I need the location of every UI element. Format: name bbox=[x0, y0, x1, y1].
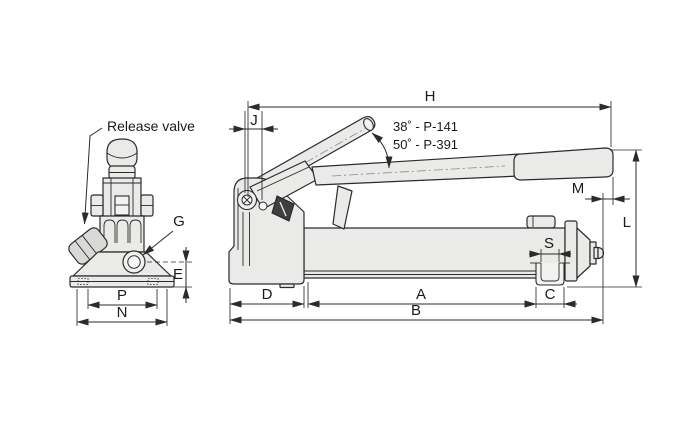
head-foot-tab bbox=[279, 283, 295, 289]
dim-label-e: E bbox=[173, 266, 183, 283]
dim-label-n: N bbox=[117, 304, 128, 321]
leader-g bbox=[142, 230, 174, 256]
dim-label-p: P bbox=[117, 287, 127, 304]
leader-release-valve bbox=[81, 127, 103, 225]
dim-label-s: S bbox=[544, 235, 554, 252]
dim-label-h: H bbox=[425, 88, 436, 105]
dim-label-j: J bbox=[250, 112, 258, 129]
handle-grip bbox=[513, 147, 614, 181]
dim-label-d: D bbox=[262, 286, 273, 303]
dim-label-c: C bbox=[545, 286, 556, 303]
dim-label-m: M bbox=[572, 180, 585, 197]
handle-socket-knob bbox=[106, 138, 138, 170]
angle-arc bbox=[371, 132, 393, 169]
dim-label-a: A bbox=[416, 286, 426, 303]
angle-callout-38: 38˚ - P-141 bbox=[393, 119, 458, 134]
dimensions bbox=[76, 101, 642, 326]
mounting-hole-right bbox=[147, 278, 159, 285]
angle-callout-50: 50˚ - P-391 bbox=[393, 137, 458, 152]
handle-strut bbox=[332, 185, 353, 230]
text-labels: Release valve 38˚ - P-141 50˚ - P-391 H … bbox=[107, 88, 631, 321]
mounting-bracket bbox=[535, 263, 565, 286]
handle-arm bbox=[311, 153, 521, 186]
side-view bbox=[228, 115, 614, 289]
filler-cap bbox=[526, 215, 556, 229]
mounting-hole-left bbox=[77, 278, 89, 285]
pump-body bbox=[303, 227, 566, 279]
dim-label-l: L bbox=[623, 214, 631, 231]
release-valve-callout: Release valve bbox=[107, 118, 195, 134]
dim-label-b: B bbox=[411, 302, 421, 319]
dim-label-g: G bbox=[173, 213, 185, 230]
oil-port-inner bbox=[127, 255, 141, 269]
end-cap-ring bbox=[564, 220, 578, 282]
link-hole bbox=[258, 201, 268, 211]
end-cap-cone bbox=[576, 227, 591, 279]
front-view bbox=[68, 138, 175, 288]
